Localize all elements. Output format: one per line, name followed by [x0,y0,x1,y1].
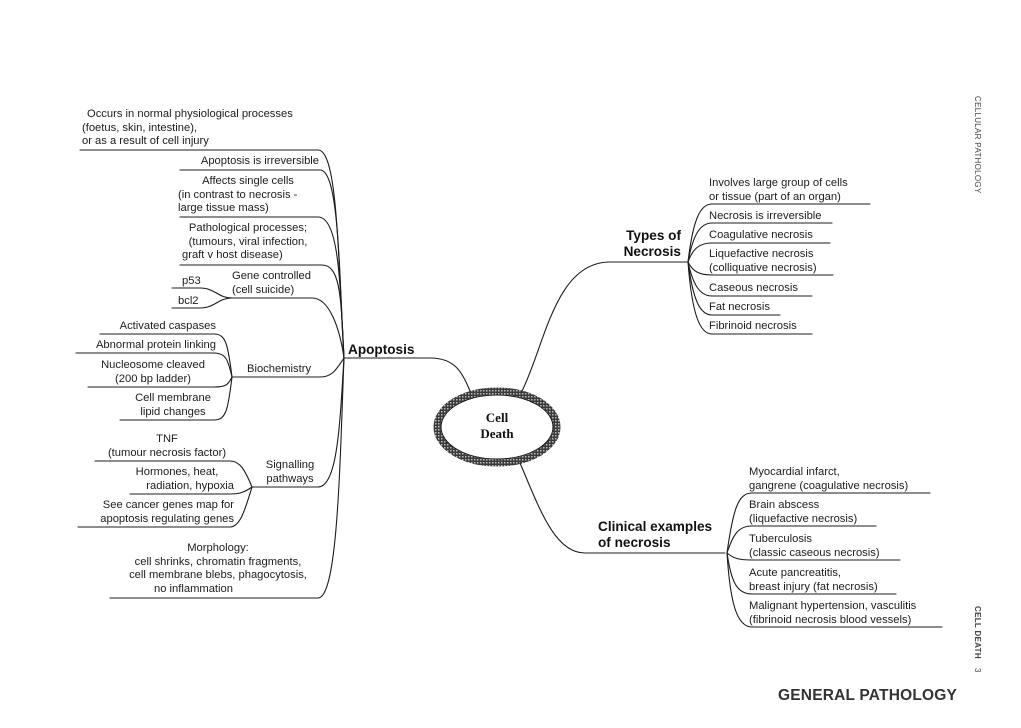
apoptosis-signalling: Signalling pathways [265,459,315,485]
link-t1 [687,222,833,263]
branch-types [521,261,688,392]
center-ellipse-outer [433,387,561,467]
gene-p53: p53 [182,275,201,287]
biochem-lipid: Cell membrane lipid changes [135,392,211,418]
link-nucleosome [87,376,233,388]
link-t4 [687,261,813,297]
apoptosis-single-cells: Affects single cells (in contrast to nec… [178,175,298,215]
apoptosis-occurs: Occurs in normal physiological processes… [82,108,293,148]
link-cancer [77,486,253,528]
link-c1 [726,525,877,554]
apoptosis-biochemistry: Biochemistry [247,363,312,375]
types-of-necrosis-title: Types of Necrosis [623,228,681,259]
side-label-chapter: CELL DEATH [973,606,982,659]
types-item-caseous: Caseous necrosis [709,282,798,294]
types-item-large-group: Involves large group of cells or tissue … [709,177,848,203]
link-p53 [171,287,233,299]
apoptosis-pathological: Pathological processes; (tumours, viral … [182,222,308,262]
link-signalling [251,357,345,488]
apoptosis-irreversible: Apoptosis is irreversible [200,155,319,167]
link-bcl2 [171,297,233,309]
branch-clinical [519,462,726,554]
biochem-nucleosome: Nucleosome cleaved (200 bp ladder) [101,359,205,385]
apoptosis-morphology: Morphology: cell shrinks, chromatin frag… [129,542,307,595]
signalling-cancer-genes: See cancer genes map for apoptosis regul… [100,499,234,525]
link-t2 [687,242,831,263]
clinical-examples-title: Clinical examples of necrosis [598,519,713,550]
link-caspases [99,333,233,378]
link-t0 [687,203,871,263]
link-biochem [231,357,345,378]
link-tnf [94,460,253,488]
biochem-caspases: Activated caspases [119,320,216,332]
clinical-item-brain: Brain abscess (liquefactive necrosis) [749,499,858,525]
types-item-irreversible: Necrosis is irreversible [709,210,822,222]
link-c4 [726,552,943,628]
link-c3 [726,552,897,595]
center-node: Cell Death [457,410,537,442]
signalling-tnf: TNF (tumour necrosis factor) [107,433,227,459]
link-gene [231,297,345,359]
apoptosis-title: Apoptosis [348,342,415,357]
clinical-item-tb: Tuberculosis (classic caseous necrosis) [749,533,880,559]
page-number: 3 [973,668,982,673]
link-c0 [726,492,931,554]
types-item-fat: Fat necrosis [709,301,770,313]
clinical-item-pancreatitis: Acute pancreatitis, breast injury (fat n… [749,567,878,593]
center-line-1: Cell [485,410,509,425]
link-lipid [119,376,233,421]
link-t3 [687,261,834,276]
link-morphology [109,357,345,599]
link-hormones [129,486,253,495]
apoptosis-gene-controlled: Gene controlled (cell suicide) [232,270,311,296]
branch-apoptosis [344,357,471,392]
link-pathological [179,264,345,359]
link-protein [75,352,233,378]
gene-bcl2: bcl2 [178,295,199,307]
link-t6 [687,261,813,335]
types-item-liquefactive: Liquefactive necrosis (colliquative necr… [709,248,817,274]
clinical-item-myocardial: Myocardial infarct, gangrene (coagulativ… [749,466,909,492]
clinical-item-hypertension: Malignant hypertension, vasculitis (fibr… [749,600,917,626]
center-line-2: Death [480,426,514,441]
side-label-section: CELLULAR PATHOLOGY [973,96,982,194]
biochem-protein-linking: Abnormal protein linking [95,339,216,351]
link-c2 [726,552,901,561]
types-item-coagulative: Coagulative necrosis [709,229,813,241]
footer-title: GENERAL PATHOLOGY [778,687,958,704]
signalling-hormones: Hormones, heat, radiation, hypoxia [135,466,234,492]
types-item-fibrinoid: Fibrinoid necrosis [709,320,797,332]
center-ellipse-inner [440,394,554,460]
link-t5 [687,261,781,316]
